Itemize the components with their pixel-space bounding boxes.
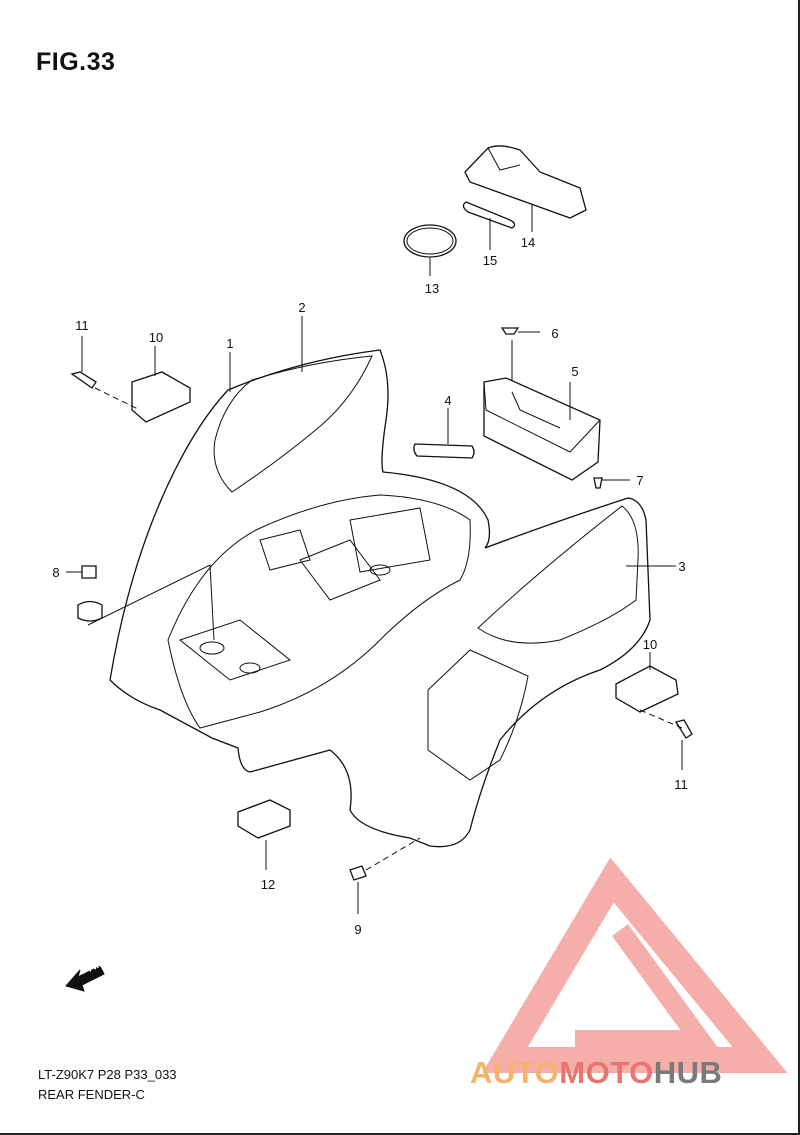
- part-12-pad: [237, 799, 291, 870]
- fwd-arrow-icon: FWD: [65, 961, 105, 992]
- figure-title: FIG.33: [36, 48, 116, 76]
- callout-14: 14: [521, 235, 535, 250]
- watermark-brand: AUTOMOTOHUB: [470, 1055, 722, 1091]
- part-13-oring: [403, 224, 457, 258]
- callout-1: 1: [226, 336, 233, 351]
- callout-7: 7: [636, 473, 643, 488]
- callout-12: 12: [261, 877, 275, 892]
- part-4-decal: [413, 408, 475, 459]
- callout-2: 2: [298, 300, 305, 315]
- callout-10-right: 10: [643, 637, 657, 652]
- footer-name: REAR FENDER-C: [38, 1087, 145, 1102]
- callout-6: 6: [551, 326, 558, 341]
- part-7-screw: [593, 477, 630, 489]
- brand-part-2: MOTO: [559, 1055, 654, 1090]
- callout-9: 9: [354, 922, 361, 937]
- part-8-bolt: [66, 564, 215, 641]
- footer-code: LT-Z90K7 P28 P33_033: [38, 1067, 177, 1082]
- part-11-bolt-left: [70, 336, 97, 389]
- brand-part-1: AUTO: [470, 1055, 560, 1090]
- part-10-bracket-left: [94, 346, 191, 423]
- callout-8: 8: [52, 565, 59, 580]
- part-5-bracket-box: [483, 340, 601, 481]
- callout-3: 3: [678, 559, 685, 574]
- part-1-rear-fender: [109, 349, 651, 848]
- watermark-logo: [482, 857, 788, 1073]
- callout-10-left: 10: [149, 330, 163, 345]
- callout-5: 5: [571, 364, 578, 379]
- callout-4: 4: [444, 393, 451, 408]
- part-11-bolt-right: [674, 719, 693, 770]
- part-14-tool-bag: [464, 145, 587, 232]
- part-15-tube: [462, 201, 516, 250]
- callout-13: 13: [425, 281, 439, 296]
- part-9-clip: [349, 837, 421, 914]
- callout-11-left: 11: [75, 318, 89, 333]
- brand-part-3: HUB: [653, 1055, 723, 1090]
- callout-11-right: 11: [674, 777, 688, 792]
- part-6-rivet: [500, 327, 540, 335]
- callout-15: 15: [483, 253, 497, 268]
- part-10-bracket-right: [615, 652, 683, 729]
